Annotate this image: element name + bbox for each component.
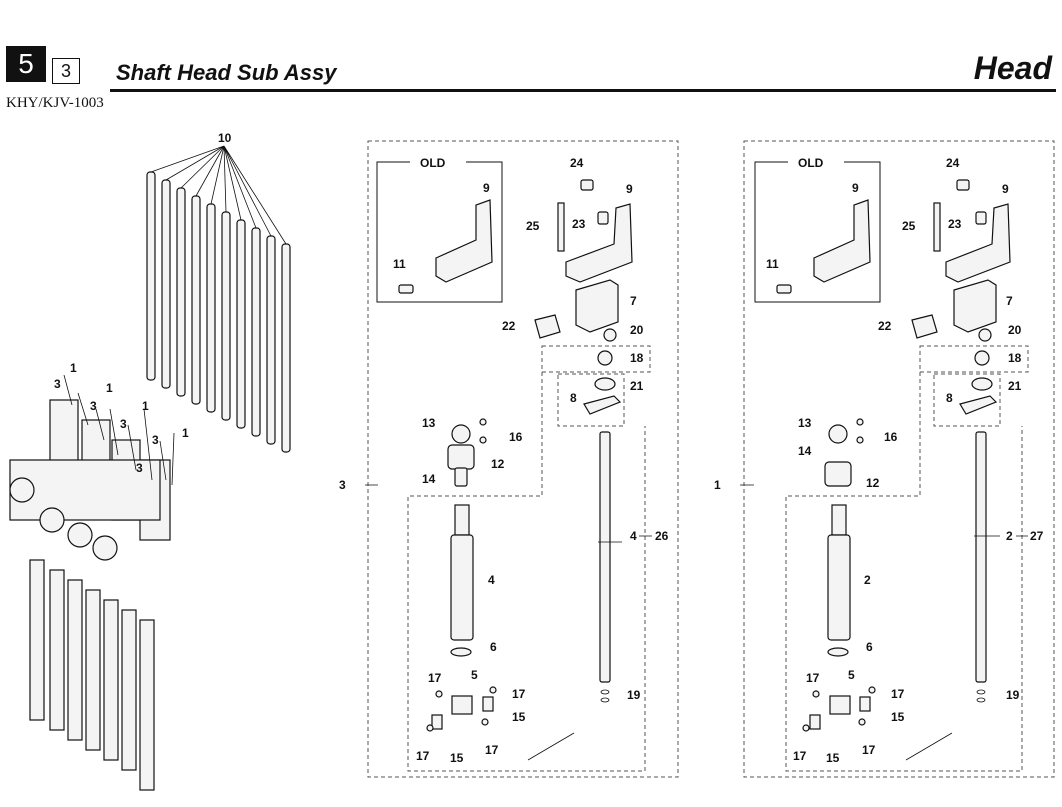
old-label-center: OLD	[420, 156, 446, 170]
callout-11: 11	[393, 257, 406, 271]
old-bracket	[435, 199, 493, 283]
callout-3d: 3	[152, 433, 159, 447]
callout-r24: 24	[946, 156, 960, 170]
callout-4b: 4	[630, 529, 637, 543]
sub-number-badge: 3	[52, 58, 80, 84]
callout-r1: 1	[714, 478, 721, 492]
head-assembly-illustration	[9, 374, 175, 791]
callout-r5: 5	[848, 668, 855, 682]
callout-25: 25	[526, 219, 540, 233]
callout-17c: 17	[416, 749, 430, 763]
callout-3a: 3	[54, 377, 61, 391]
shaft-rods-group	[146, 145, 291, 453]
callout-17d: 17	[485, 743, 499, 757]
category-title: Head	[973, 50, 1052, 86]
callout-24: 24	[570, 156, 584, 170]
header-rule	[110, 89, 1056, 92]
callout-r9-old: 9	[852, 181, 859, 195]
callout-21: 21	[630, 379, 644, 393]
callout-1a: 1	[70, 361, 77, 375]
callout-r17b: 17	[891, 687, 905, 701]
model-number: KHY/KJV-1003	[6, 95, 104, 111]
callout-6: 6	[490, 640, 497, 654]
callout-r15b: 15	[826, 751, 840, 765]
callout-14: 14	[422, 472, 436, 486]
callout-r2b: 2	[1006, 529, 1013, 543]
callout-17b: 17	[512, 687, 526, 701]
old-label-right: OLD	[798, 156, 824, 170]
callout-13: 13	[422, 416, 436, 430]
callout-r7: 7	[1006, 294, 1013, 308]
callout-3e: 3	[136, 461, 143, 475]
callout-5: 5	[471, 668, 478, 682]
fitting	[534, 314, 561, 339]
left-panel: 10 3 1 3 1 1 3 1 3 3	[9, 131, 291, 791]
callout-r23: 23	[948, 217, 962, 231]
right-panel: OLD 9 11 24 9	[714, 140, 1055, 778]
callout-r27: 27	[1030, 529, 1044, 543]
section-number-badge: 5	[6, 46, 46, 82]
callout-4a: 4	[488, 573, 495, 587]
callout-r20: 20	[1008, 323, 1022, 337]
callout-r2a: 2	[864, 573, 871, 587]
page-title: Shaft Head Sub Assy	[116, 60, 337, 85]
callout-8: 8	[570, 391, 577, 405]
callout-9: 9	[626, 182, 633, 196]
callout-1d: 1	[182, 426, 189, 440]
callout-15b: 15	[450, 751, 464, 765]
callout-20: 20	[630, 323, 644, 337]
callout-r15a: 15	[891, 710, 905, 724]
callout-r21: 21	[1008, 379, 1022, 393]
callout-10: 10	[218, 131, 232, 145]
callout-r17d: 17	[862, 743, 876, 757]
callout-r12: 12	[866, 476, 880, 490]
bracket	[565, 203, 633, 283]
callout-r22: 22	[878, 319, 892, 333]
callout-r8: 8	[946, 391, 953, 405]
callout-1b: 1	[106, 381, 113, 395]
callout-23: 23	[572, 217, 586, 231]
callout-12: 12	[491, 457, 505, 471]
callout-r17a: 17	[806, 671, 820, 685]
callout-1c: 1	[142, 399, 149, 413]
callout-r17c: 17	[793, 749, 807, 763]
old-screw	[398, 284, 414, 294]
callout-7: 7	[630, 294, 637, 308]
callout-r9: 9	[1002, 182, 1009, 196]
callout-22: 22	[502, 319, 516, 333]
callout-26: 26	[655, 529, 669, 543]
callout-15a: 15	[512, 710, 526, 724]
callout-3: 3	[339, 478, 346, 492]
callout-3b: 3	[90, 399, 97, 413]
callout-16: 16	[509, 430, 523, 444]
callout-18: 18	[630, 351, 644, 365]
callout-r13: 13	[798, 416, 812, 430]
callout-17a: 17	[428, 671, 442, 685]
center-panel: OLD	[339, 140, 679, 778]
callout-r11: 11	[766, 257, 779, 271]
callout-3c: 3	[120, 417, 127, 431]
callout-r25: 25	[902, 219, 916, 233]
callout-r16: 16	[884, 430, 898, 444]
callout-r19: 19	[1006, 688, 1020, 702]
callout-r14: 14	[798, 444, 812, 458]
callout-r6: 6	[866, 640, 873, 654]
callout-9-old: 9	[483, 181, 490, 195]
callout-19: 19	[627, 688, 641, 702]
valve-block	[575, 279, 619, 333]
callout-r18: 18	[1008, 351, 1022, 365]
